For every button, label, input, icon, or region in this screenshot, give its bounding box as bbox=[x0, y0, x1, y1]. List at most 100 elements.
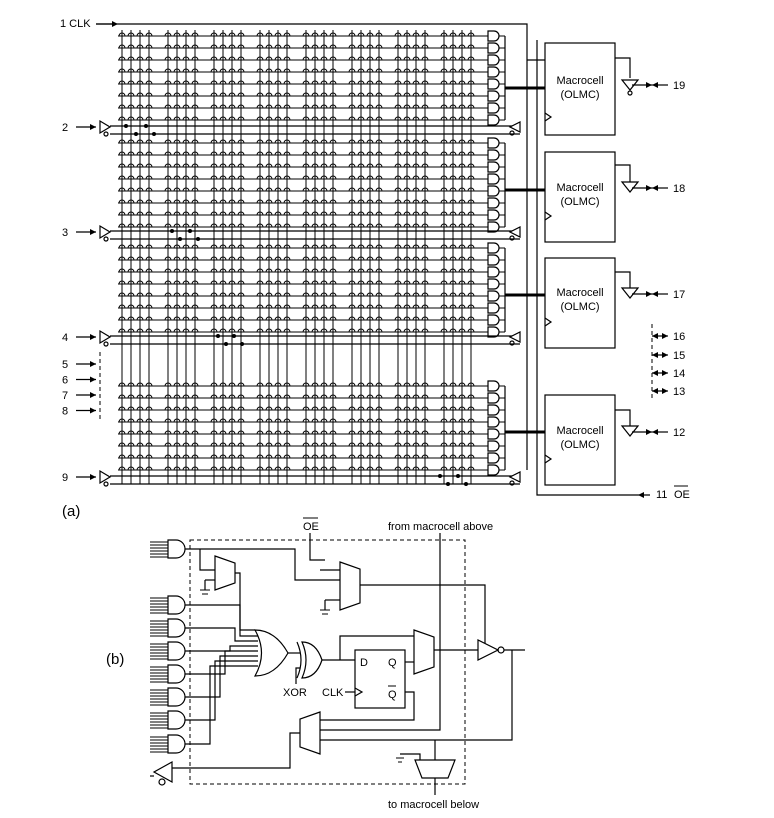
fuse-mark bbox=[458, 466, 466, 471]
fuse-mark bbox=[394, 382, 402, 387]
fuse-mark bbox=[182, 92, 190, 97]
fuse-mark bbox=[210, 256, 218, 261]
fuse-mark bbox=[348, 163, 356, 168]
fuse-mark bbox=[256, 244, 264, 249]
fuse-mark bbox=[274, 382, 282, 387]
fuse-mark bbox=[320, 292, 328, 297]
junction-dot bbox=[464, 482, 468, 486]
pin-arrow bbox=[90, 376, 96, 383]
fuse-mark bbox=[329, 316, 337, 321]
fuse-mark bbox=[265, 406, 273, 411]
fuse-mark bbox=[136, 280, 144, 285]
fuse-mark bbox=[320, 442, 328, 447]
fuse-mark bbox=[375, 466, 383, 471]
fuse-mark bbox=[127, 163, 135, 168]
fuse-mark bbox=[283, 80, 291, 85]
fuse-mark bbox=[283, 68, 291, 73]
fuse-mark bbox=[440, 316, 448, 321]
fuse-mark bbox=[164, 268, 172, 273]
fuse-mark bbox=[136, 104, 144, 109]
and-gate bbox=[487, 209, 500, 221]
fuse-mark bbox=[467, 406, 475, 411]
pin-label-16: 16 bbox=[673, 331, 685, 343]
fuse-mark bbox=[164, 304, 172, 309]
and-gate bbox=[487, 54, 500, 66]
fuse-mark bbox=[320, 68, 328, 73]
fuse-mark bbox=[256, 104, 264, 109]
fuse-mark bbox=[403, 466, 411, 471]
fuse-mark bbox=[311, 244, 319, 249]
fuse-mark bbox=[256, 406, 264, 411]
fuse-mark bbox=[182, 104, 190, 109]
fuse-mark bbox=[412, 80, 420, 85]
junction-dot bbox=[152, 132, 156, 136]
fuse-mark bbox=[283, 187, 291, 192]
fuse-mark bbox=[219, 394, 227, 399]
fuse-mark bbox=[265, 187, 273, 192]
fuse-mark bbox=[320, 32, 328, 37]
and-gate bbox=[487, 428, 500, 440]
fuse-mark bbox=[237, 442, 245, 447]
fuse-mark bbox=[164, 104, 172, 109]
fuse-mark bbox=[440, 406, 448, 411]
fuse-mark bbox=[375, 394, 383, 399]
fuse-mark bbox=[219, 68, 227, 73]
fuse-mark bbox=[118, 92, 126, 97]
fuse-mark bbox=[366, 430, 374, 435]
fuse-mark bbox=[191, 304, 199, 309]
fuse-mark bbox=[219, 80, 227, 85]
fuse-mark bbox=[182, 68, 190, 73]
pin-arrow bbox=[90, 407, 96, 414]
fuse-mark bbox=[210, 292, 218, 297]
fuse-mark bbox=[348, 68, 356, 73]
fuse-mark bbox=[403, 104, 411, 109]
fuse-mark bbox=[329, 44, 337, 49]
fuse-mark bbox=[375, 442, 383, 447]
fuse-mark bbox=[375, 406, 383, 411]
pin-label-14: 14 bbox=[673, 368, 685, 380]
fuse-mark bbox=[412, 454, 420, 459]
fuse-mark bbox=[256, 175, 264, 180]
fuse-mark bbox=[449, 56, 457, 61]
fuse-mark bbox=[375, 268, 383, 273]
fuse-mark bbox=[357, 418, 365, 423]
fuse-mark bbox=[403, 268, 411, 273]
fuse-mark bbox=[329, 268, 337, 273]
fuse-mark bbox=[228, 382, 236, 387]
fuse-mark bbox=[118, 116, 126, 121]
fuse-mark bbox=[412, 32, 420, 37]
fuse-mark bbox=[173, 44, 181, 49]
fuse-mark bbox=[311, 163, 319, 168]
fuse-mark bbox=[394, 316, 402, 321]
product-term-and-gate bbox=[167, 734, 186, 754]
fuse-mark bbox=[412, 175, 420, 180]
fuse-mark bbox=[219, 406, 227, 411]
fuse-mark bbox=[440, 430, 448, 435]
fuse-mark bbox=[329, 92, 337, 97]
fuse-mark bbox=[357, 406, 365, 411]
fuse-mark bbox=[440, 92, 448, 97]
fuse-mark bbox=[136, 292, 144, 297]
fuse-mark bbox=[375, 139, 383, 144]
junction-dot bbox=[216, 334, 220, 338]
fuse-mark bbox=[127, 454, 135, 459]
fuse-mark bbox=[458, 328, 466, 333]
fuse-mark bbox=[320, 92, 328, 97]
fuse-mark bbox=[127, 292, 135, 297]
fuse-mark bbox=[127, 80, 135, 85]
fuse-mark bbox=[320, 256, 328, 261]
fuse-mark bbox=[394, 244, 402, 249]
and-gates bbox=[487, 30, 506, 476]
fuse-mark bbox=[136, 139, 144, 144]
fuse-mark bbox=[265, 292, 273, 297]
fuse-mark bbox=[210, 454, 218, 459]
inverter-bubble bbox=[509, 340, 515, 346]
fuse-mark bbox=[449, 175, 457, 180]
fuse-mark bbox=[366, 256, 374, 261]
fuse-mark bbox=[219, 442, 227, 447]
fuse-mark bbox=[458, 199, 466, 204]
fuse-mark bbox=[118, 244, 126, 249]
macrocell-17: Macrocell (OLMC) 17 bbox=[505, 257, 685, 349]
fuse-mark bbox=[118, 44, 126, 49]
fuse-mark bbox=[329, 163, 337, 168]
